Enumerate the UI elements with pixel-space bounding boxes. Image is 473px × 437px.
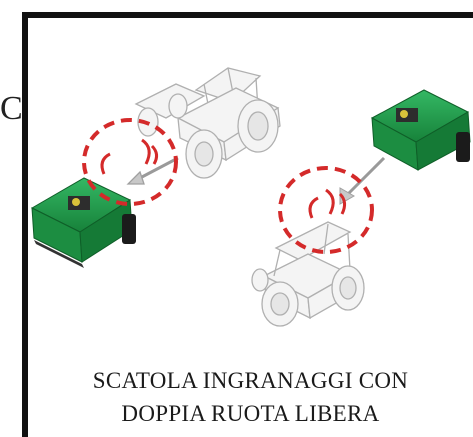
- caption-line-1: SCATOLA INGRANAGGI CON: [92, 368, 409, 393]
- mower-right: [339, 89, 471, 205]
- caption-line-2: DOPPIA RUOTA LIBERA: [121, 401, 380, 426]
- rotation-arrows-right: [308, 188, 347, 219]
- tractor-bottom: [251, 221, 365, 327]
- mower-left: [30, 177, 136, 268]
- caption: SCATOLA INGRANAGGI CON DOPPIA RUOTA LIBE…: [28, 364, 473, 430]
- rotation-highlight-left: [82, 118, 178, 206]
- gearbox-illustration: [30, 67, 471, 327]
- rotation-arrows-left: [100, 138, 159, 175]
- partial-heading-letter: C: [0, 90, 23, 127]
- rotation-highlight-right: [278, 166, 374, 254]
- tractor-top: [126, 67, 281, 185]
